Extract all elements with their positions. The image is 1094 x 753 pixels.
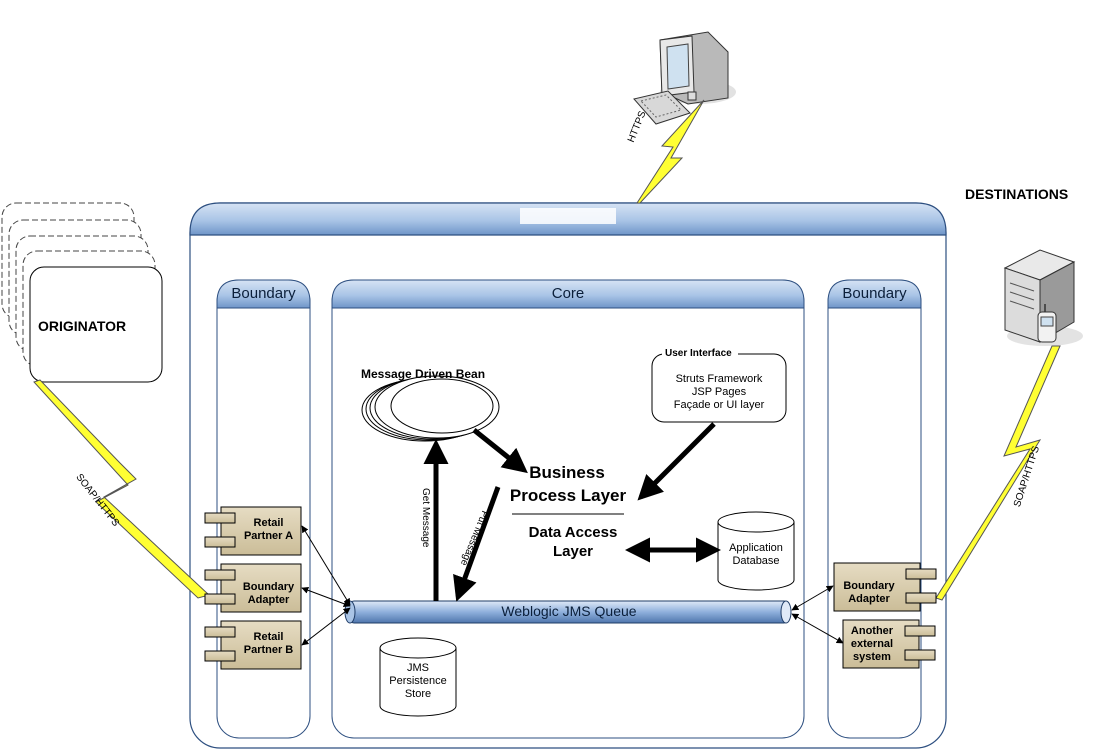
user-interface-title: User Interface [665, 348, 732, 359]
data-access-line-1: Data Access [528, 524, 618, 541]
jms-store-line-3: Store [404, 688, 432, 700]
lightning-bolt-right [935, 345, 1061, 601]
retail-partner-b-line-1: Retail [253, 631, 284, 643]
data-access-line-2: Layer [552, 543, 594, 560]
lightning-bolt-icon [636, 99, 705, 204]
external-system-line-2: external [850, 638, 894, 650]
message-driven-bean-label: Message Driven Bean [361, 367, 486, 381]
retail-partner-a-line-2: Partner A [243, 530, 294, 542]
server-with-phone-icon [1003, 249, 1083, 346]
component-another-external-system [842, 619, 936, 669]
external-system-line-1: Another [850, 625, 894, 637]
lightning-bolt-left [33, 379, 210, 599]
originator-label: ORIGINATOR [38, 318, 127, 334]
get-message-label: Get Message [420, 488, 431, 548]
boundary-left-header: Boundary [231, 285, 296, 302]
jms-store-line-1: JMS [407, 662, 429, 674]
component-boundary-adapter-right [833, 562, 937, 612]
component-retail-partner-b [204, 620, 302, 670]
desktop-computer-icon [633, 31, 736, 125]
jms-queue-label: Weblogic JMS Queue [501, 603, 637, 619]
user-interface-box [651, 346, 787, 423]
boundary-adapter-left-line-2: Adapter [247, 594, 290, 606]
retail-partner-b-line-2: Partner B [243, 644, 294, 656]
component-retail-partner-a [204, 506, 302, 556]
core-header: Core [551, 285, 585, 302]
jms-store-line-2: Persistence [389, 675, 447, 687]
user-interface-line-1: Struts Framework [675, 373, 763, 385]
boundary-adapter-right-line-1: Boundary [843, 580, 895, 592]
retail-partner-a-line-1: Retail [253, 517, 284, 529]
application-database-shape [717, 511, 795, 591]
boundary-right-header: Boundary [842, 285, 907, 302]
system-title-blank [520, 208, 616, 224]
destinations-label: DESTINATIONS [965, 186, 1069, 202]
thick-arrows [423, 422, 721, 602]
boundary-right-column [827, 279, 922, 739]
user-interface-line-2: JSP Pages [691, 386, 747, 398]
application-database-line-1: Application [729, 542, 783, 554]
business-process-line-1: Business [529, 463, 605, 482]
user-interface-line-3: Façade or UI layer [673, 399, 765, 411]
message-driven-bean-shape [361, 375, 500, 442]
business-process-line-2: Process Layer [509, 486, 627, 505]
jms-persistence-store-shape [379, 637, 457, 717]
boundary-adapter-right-line-2: Adapter [848, 593, 890, 605]
boundary-adapter-left-line-1: Boundary [242, 581, 295, 593]
thin-arrows [301, 525, 844, 646]
application-database-line-2: Database [732, 555, 780, 567]
external-system-line-3: system [853, 651, 891, 663]
originator-stack [1, 202, 163, 383]
component-boundary-adapter-left [204, 563, 302, 613]
